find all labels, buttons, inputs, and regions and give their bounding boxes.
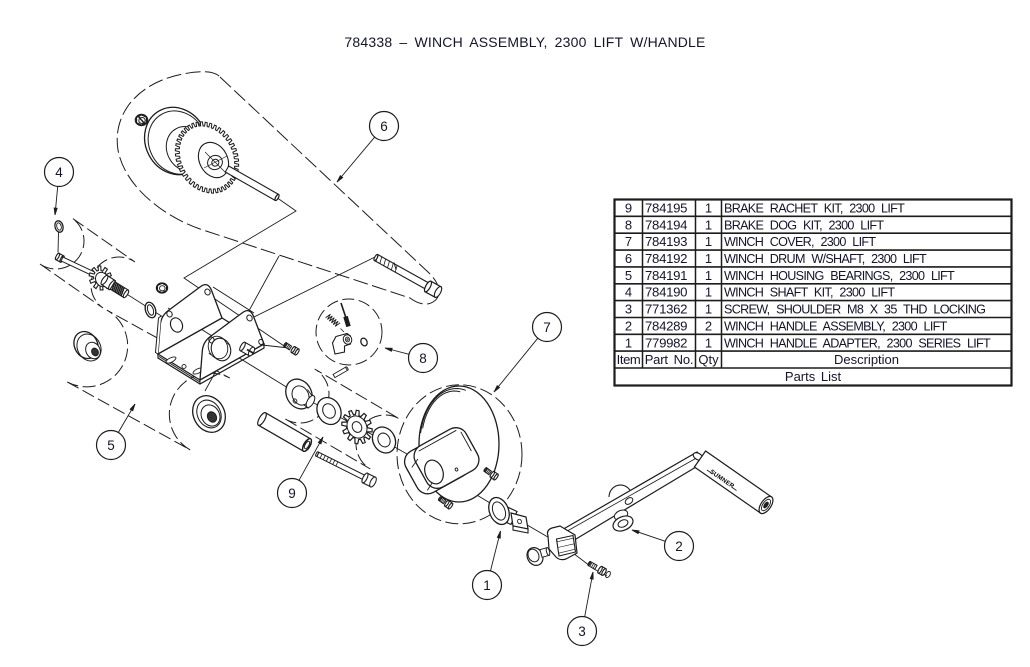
svg-text:WINCH SHAFT KIT, 2300 LIFT: WINCH SHAFT KIT, 2300 LIFT [724,286,895,300]
svg-text:784190: 784190 [645,285,687,300]
svg-text:2: 2 [705,318,712,333]
svg-text:7: 7 [543,320,551,335]
svg-text:771362: 771362 [645,302,687,317]
svg-text:1: 1 [483,578,491,593]
svg-text:784192: 784192 [645,251,687,266]
svg-text:WINCH HOUSING BEARINGS, 2300 L: WINCH HOUSING BEARINGS, 2300 LIFT [724,269,955,283]
svg-text:1: 1 [705,335,712,350]
svg-text:2: 2 [675,539,683,554]
svg-text:Description: Description [834,352,899,367]
svg-text:1: 1 [705,251,712,266]
svg-text:BRAKE DOG KIT, 2300 LIFT: BRAKE DOG KIT, 2300 LIFT [724,218,884,232]
svg-text:784194: 784194 [645,217,687,232]
svg-text:784193: 784193 [645,234,687,249]
svg-text:Parts List: Parts List [785,369,842,384]
svg-text:4: 4 [625,285,632,300]
svg-text:8: 8 [419,351,427,366]
svg-text:1: 1 [625,335,632,350]
svg-text:5: 5 [107,438,115,453]
svg-text:Item: Item [617,352,641,367]
svg-text:WINCH DRUM W/SHAFT, 2300 LIFT: WINCH DRUM W/SHAFT, 2300 LIFT [724,252,927,266]
svg-text:BRAKE RACHET KIT, 2300 LIFT: BRAKE RACHET KIT, 2300 LIFT [724,201,905,215]
svg-text:784195: 784195 [645,200,687,215]
svg-text:779982: 779982 [645,335,687,350]
svg-text:6: 6 [625,251,632,266]
svg-text:784289: 784289 [645,318,687,333]
svg-text:784191: 784191 [645,268,687,283]
svg-text:WINCH HANDLE ASSEMBLY, 2300 LI: WINCH HANDLE ASSEMBLY, 2300 LIFT [724,319,948,333]
svg-text:784338 – WINCH ASSEMBLY, 2300: 784338 – WINCH ASSEMBLY, 2300 LIFT W/HAN… [344,34,705,50]
svg-text:Part No.: Part No. [645,352,694,367]
svg-text:1: 1 [705,234,712,249]
svg-text:WINCH HANDLE ADAPTER, 2300 SER: WINCH HANDLE ADAPTER, 2300 SERIES LIFT [724,336,991,350]
svg-text:3: 3 [625,302,632,317]
svg-text:3: 3 [578,624,586,639]
svg-text:1: 1 [705,285,712,300]
svg-text:Qty: Qty [698,352,719,367]
svg-text:7: 7 [625,234,632,249]
svg-text:9: 9 [625,200,632,215]
svg-text:WINCH COVER, 2300 LIFT: WINCH COVER, 2300 LIFT [724,235,876,249]
svg-text:5: 5 [625,268,632,283]
svg-text:4: 4 [55,165,63,180]
svg-text:1: 1 [705,268,712,283]
svg-text:6: 6 [380,119,388,134]
svg-text:2: 2 [625,318,632,333]
svg-text:1: 1 [705,217,712,232]
svg-text:1: 1 [705,302,712,317]
svg-text:8: 8 [625,217,632,232]
svg-text:SCREW, SHOULDER M8 X 35 THD LO: SCREW, SHOULDER M8 X 35 THD LOCKING [724,303,985,317]
svg-text:9: 9 [288,486,296,501]
svg-text:1: 1 [705,200,712,215]
